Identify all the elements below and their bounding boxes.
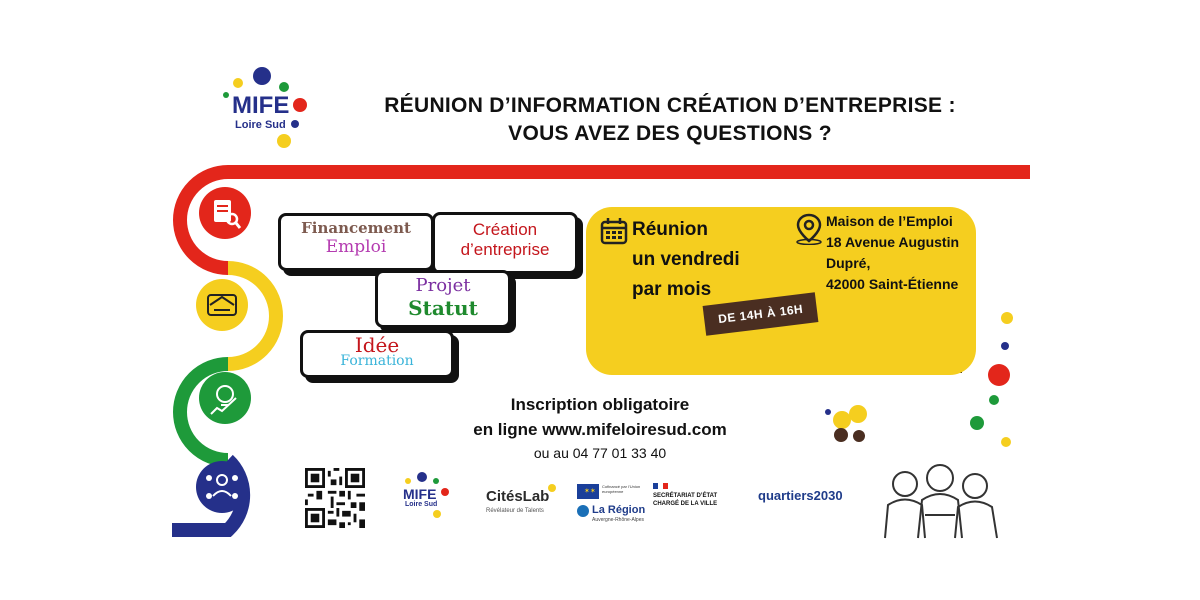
secretariat-logo: SECRÉTARIAT D’ÉTAT CHARGÉ DE LA VILLE bbox=[653, 483, 733, 523]
quartiers-logo: quartiers2030 bbox=[758, 488, 843, 503]
eu-region-logo: ✶✶ Cofinancé par l’Union européenne La R… bbox=[577, 484, 651, 526]
region-sub: Auvergne-Rhône-Alpes bbox=[592, 517, 644, 523]
word-idee: Idée bbox=[354, 333, 400, 357]
region-mark-icon bbox=[577, 505, 589, 517]
address-line-2: 18 Avenue Augustin bbox=[826, 234, 960, 250]
qr-code[interactable] bbox=[305, 468, 365, 528]
mife-logo: MIFE Loire Sud bbox=[205, 62, 315, 157]
logo-subtitle: Loire Sud bbox=[235, 119, 286, 131]
word-entreprise: d’entreprise bbox=[460, 240, 550, 259]
word-emploi: Emploi bbox=[325, 237, 387, 257]
reunion-line-2: un vendredi bbox=[632, 249, 740, 270]
inscription-line-2[interactable]: en ligne www.mifeloiresud.com bbox=[473, 420, 727, 439]
handshake-icon bbox=[196, 279, 248, 331]
citeslab-logo: CitésLab Révélateur de Talents bbox=[486, 484, 558, 520]
french-flag-icon bbox=[653, 483, 668, 489]
word-statut: Statut bbox=[408, 296, 478, 320]
reunion-line-3: par mois bbox=[632, 279, 712, 300]
idea-growth-icon bbox=[199, 372, 251, 424]
bubble-projet: Projet Statut bbox=[375, 270, 511, 328]
reunion-text: Réunion un vendredi par mois bbox=[632, 215, 740, 305]
calendar-icon bbox=[600, 218, 628, 245]
title-line-1: RÉUNION D’INFORMATION CRÉATION D’ENTREPR… bbox=[384, 94, 956, 117]
secretariat-line-1: SECRÉTARIAT D’ÉTAT bbox=[653, 493, 718, 499]
network-people-icon bbox=[196, 461, 248, 513]
word-projet: Projet bbox=[415, 275, 471, 296]
eu-flag-icon: ✶✶ bbox=[577, 484, 599, 499]
citeslab-sub: Révélateur de Talents bbox=[486, 508, 544, 514]
location-pin-icon bbox=[796, 213, 822, 245]
address-line-4: 42000 Saint-Étienne bbox=[826, 276, 959, 292]
inscription-phone[interactable]: ou au 04 77 01 33 40 bbox=[533, 445, 667, 461]
address-line-3: Dupré, bbox=[826, 255, 871, 271]
inscription-block: Inscription obligatoire en ligne www.mif… bbox=[420, 392, 780, 464]
mife-footer-logo: MIFE Loire Sud bbox=[393, 470, 455, 528]
ribbon-green bbox=[173, 357, 229, 467]
inscription-line-1: Inscription obligatoire bbox=[510, 395, 690, 414]
reunion-line-1: Réunion bbox=[632, 219, 708, 240]
word-formation: Formation bbox=[340, 353, 414, 369]
confetti-dots bbox=[825, 312, 1013, 447]
secretariat-line-2: CHARGÉ DE LA VILLE bbox=[653, 501, 718, 507]
eu-text: Cofinancé par l’Union européenne bbox=[602, 484, 641, 494]
title-line-2: VOUS AVEZ DES QUESTIONS ? bbox=[508, 122, 832, 145]
footer-mife-subtitle: Loire Sud bbox=[405, 501, 438, 508]
bubble-financement: Financement Emploi bbox=[278, 213, 434, 271]
bubble-creation: Création d’entreprise bbox=[432, 212, 578, 274]
address-text: Maison de l’Emploi 18 Avenue Augustin Du… bbox=[826, 211, 959, 295]
citeslab-name: CitésLab bbox=[486, 488, 550, 505]
ribbon-red bbox=[173, 165, 1030, 275]
address-line-1: Maison de l’Emploi bbox=[826, 213, 953, 229]
bubble-idee: Idée Formation bbox=[300, 330, 454, 378]
info-box: Réunion un vendredi par mois Maison de l… bbox=[586, 207, 976, 375]
region-name: La Région bbox=[592, 504, 646, 516]
page-title: RÉUNION D’INFORMATION CRÉATION D’ENTREPR… bbox=[300, 92, 1040, 148]
document-search-icon bbox=[199, 187, 251, 239]
ribbon-yellow bbox=[227, 261, 283, 371]
logo-name: MIFE bbox=[232, 92, 290, 119]
word-creation: Création bbox=[472, 220, 538, 239]
word-financement: Financement bbox=[301, 219, 411, 237]
team-people-sketch bbox=[884, 464, 998, 539]
footer-mife-name: MIFE bbox=[403, 486, 437, 502]
